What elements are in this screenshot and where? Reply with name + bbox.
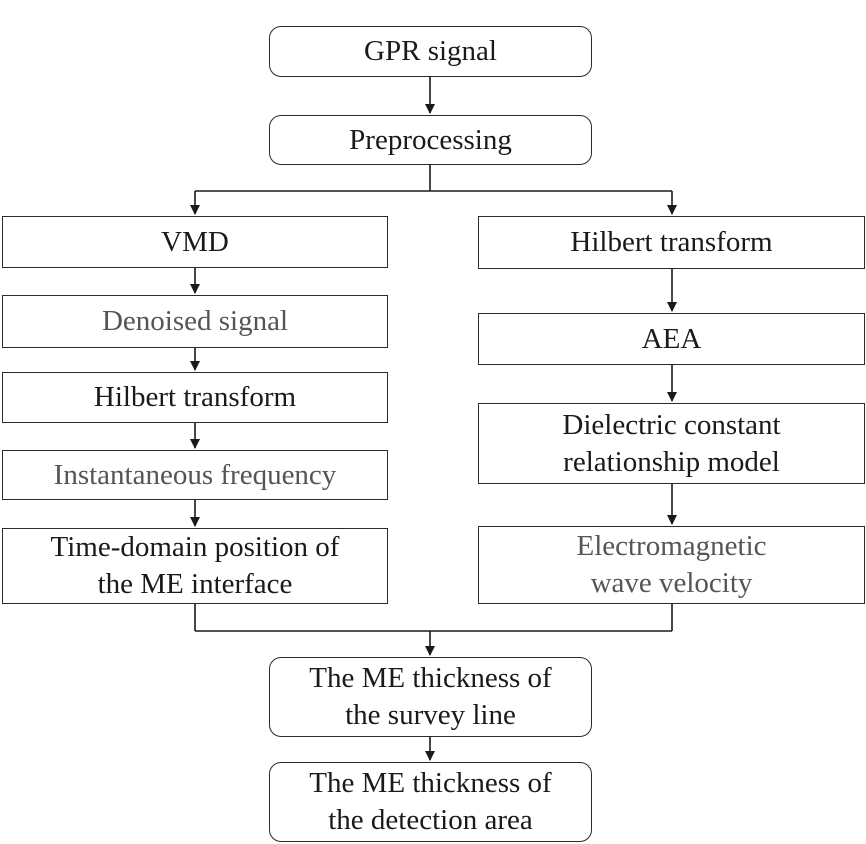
preprocessing-box: Preprocessing: [269, 115, 592, 165]
wave-velocity-line2: wave velocity: [590, 567, 753, 599]
dielectric-model-line2: relationship model: [563, 445, 780, 478]
gpr-signal-box: GPR signal: [269, 26, 592, 77]
preprocessing-label: Preprocessing: [349, 123, 512, 156]
denoised-signal-label: Denoised signal: [101, 305, 289, 337]
thickness-survey-line-line2: the survey line: [345, 699, 516, 731]
vmd-label: VMD: [161, 225, 229, 258]
thickness-detection-area-line1: The ME thickness of: [309, 767, 552, 799]
vmd-box: VMD: [2, 216, 388, 268]
thickness-survey-line-box: The ME thickness of the survey line: [269, 657, 592, 737]
thickness-detection-area-box: The ME thickness of the detection area: [269, 762, 592, 842]
gpr-signal-label: GPR signal: [364, 35, 497, 67]
instantaneous-frequency-label: Instantaneous frequency: [53, 458, 337, 491]
aea-box: AEA: [478, 313, 865, 365]
wave-velocity-line1: Electromagnetic: [576, 530, 767, 562]
hilbert-transform-right-box: Hilbert transform: [478, 216, 865, 269]
time-domain-position-line1: Time-domain position of: [50, 531, 340, 563]
instantaneous-frequency-box: Instantaneous frequency: [2, 450, 388, 500]
hilbert-transform-right-label: Hilbert transform: [570, 226, 773, 258]
wave-velocity-box: Electromagnetic wave velocity: [478, 526, 865, 604]
thickness-detection-area-line2: the detection area: [328, 804, 533, 836]
denoised-signal-box: Denoised signal: [2, 295, 388, 348]
time-domain-position-line2: the ME interface: [97, 568, 293, 600]
aea-label: AEA: [641, 322, 702, 355]
dielectric-model-box: Dielectric constant relationship model: [478, 403, 865, 484]
dielectric-model-line1: Dielectric constant: [562, 408, 781, 441]
thickness-survey-line-line1: The ME thickness of: [309, 662, 552, 694]
time-domain-position-box: Time-domain position of the ME interface: [2, 528, 388, 604]
hilbert-transform-left-box: Hilbert transform: [2, 372, 388, 423]
hilbert-transform-left-label: Hilbert transform: [93, 381, 297, 413]
